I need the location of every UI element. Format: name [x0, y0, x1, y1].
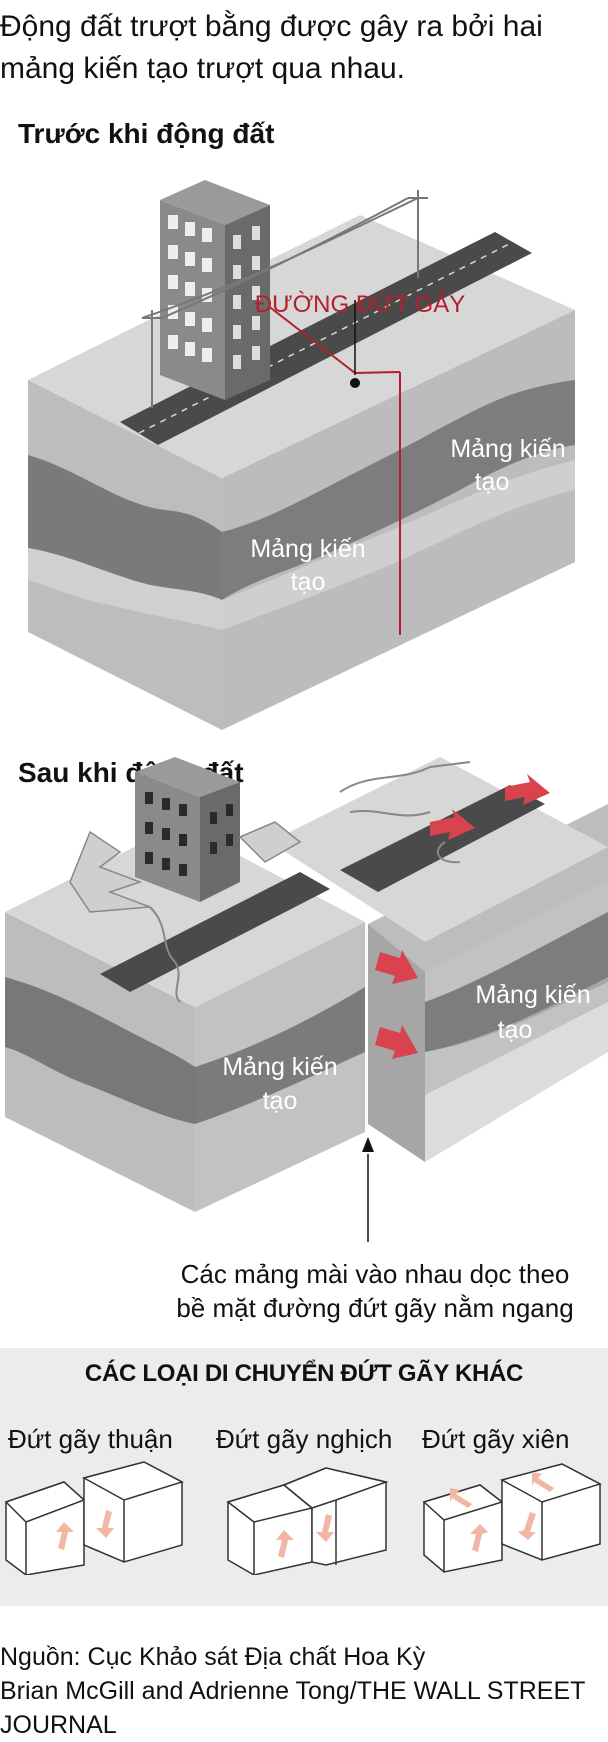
before-plate-left-label-1: Mảng kiến	[250, 535, 365, 563]
movement-arrows	[375, 774, 550, 1059]
before-left-face	[28, 380, 222, 730]
after-left-block	[5, 824, 365, 1212]
oblique-fault-diagram	[422, 1463, 602, 1573]
arrow-right-top-1	[430, 809, 475, 840]
utility-pole-icon	[141, 190, 428, 408]
before-title: Trước khi động đất	[18, 118, 275, 149]
before-plate-left-label-2: tạo	[291, 568, 326, 596]
source-line-3: JOURNAL	[0, 1711, 117, 1739]
after-plate-left-label-1: Mảng kiến	[222, 1053, 337, 1081]
source-line-2: Brian McGill and Adrienne Tong/THE WALL …	[0, 1677, 586, 1705]
after-diagram: Mảng kiến tạo Mảng kiến tạo	[5, 757, 608, 1242]
before-plate-right-label-1: Mảng kiến	[450, 435, 565, 463]
pointer-arrowhead	[362, 1137, 374, 1152]
reverse-fault-diagram	[226, 1467, 389, 1575]
reverse-fault-arrows	[276, 1514, 334, 1558]
fault-type-reverse-label: Đứt gãy nghịch	[216, 1424, 393, 1454]
oblique-fault-arrows	[450, 1472, 554, 1552]
fault-label: ĐƯỜNG ĐỨT GÃY	[255, 291, 465, 318]
normal-fault-diagram	[4, 1461, 184, 1575]
ruined-building-icon	[69, 757, 302, 913]
fault-type-oblique-label: Đứt gãy xiên	[422, 1424, 570, 1454]
fault-types-title: CÁC LOẠI DI CHUYỂN ĐỨT GÃY KHÁC	[84, 1360, 524, 1387]
before-right-face	[222, 310, 575, 730]
after-plate-right-label-2: tạo	[498, 1016, 533, 1044]
plates-note-line-1: Các mảng mài vào nhau dọc theo	[180, 1259, 570, 1289]
after-plate-right-label-1: Mảng kiến	[475, 981, 590, 1009]
intro-text: Động đất trượt bằng được gây ra bởi hai …	[0, 6, 600, 90]
before-diagram: ĐƯỜNG ĐỨT GÃY Mảng kiến tạo Mảng kiến tạ…	[28, 180, 575, 730]
plates-note-line-2: bề mặt đường đứt gãy nằm ngang	[176, 1293, 574, 1323]
after-road-right	[340, 785, 545, 892]
before-fault-line	[266, 300, 401, 635]
plates-note: Các mảng mài vào nhau dọc theo bề mặt đư…	[150, 1257, 600, 1325]
cracks	[149, 761, 471, 1003]
after-plate-left-label-2: tạo	[263, 1087, 298, 1115]
intro-line-1: Động đất trượt bằng được gây ra bởi hai	[0, 10, 543, 43]
fault-point-marker	[350, 378, 360, 388]
building-icon	[160, 180, 270, 400]
before-plate-right-label-2: tạo	[475, 468, 510, 496]
fault-type-normal-label: Đứt gãy thuận	[8, 1424, 173, 1454]
arrow-face-1	[375, 950, 418, 984]
intro-line-2: mảng kiến tạo trượt qua nhau.	[0, 52, 405, 85]
arrow-right-top-2	[505, 774, 550, 805]
normal-fault-arrows	[56, 1510, 114, 1550]
after-road-left	[100, 872, 330, 992]
source-line-1: Nguồn: Cục Khảo sát Địa chất Hoa Kỳ	[0, 1643, 426, 1671]
arrow-face-2	[375, 1025, 418, 1059]
